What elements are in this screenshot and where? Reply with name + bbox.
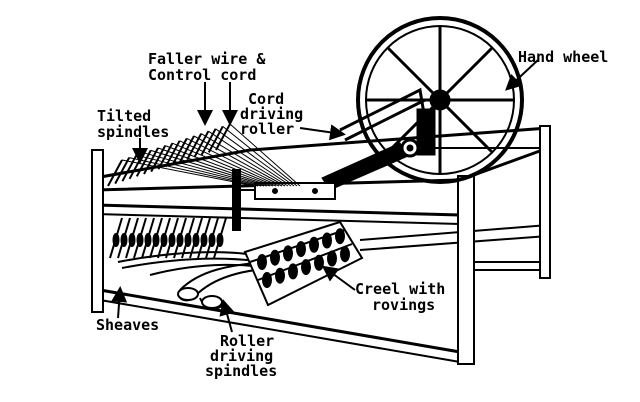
tilted-spindle	[215, 123, 231, 151]
spindle-bobbin	[208, 233, 216, 247]
label-control-cord: Control cord	[148, 66, 256, 84]
spindle-bobbin	[168, 233, 176, 247]
thread	[172, 142, 277, 187]
thread	[150, 149, 268, 187]
spindle-bobbin	[136, 233, 144, 247]
thread	[121, 159, 256, 187]
roving-bobbin	[283, 245, 293, 262]
spindle-bobbin	[152, 233, 160, 247]
roving-bobbin	[288, 263, 298, 280]
sheaves	[177, 287, 223, 309]
tilted-spindle	[207, 125, 224, 153]
roving-bobbin	[275, 267, 285, 284]
labels: Hand wheel Faller wire & Control cord Ti…	[96, 48, 608, 380]
label-cord: Cord	[248, 90, 284, 108]
thread	[200, 133, 289, 187]
thread	[165, 145, 274, 187]
spindle-bobbin	[128, 233, 136, 247]
rovings	[257, 228, 350, 288]
thread	[157, 147, 271, 187]
label-rovings: rovings	[372, 296, 435, 314]
label-spindles-2: spindles	[205, 362, 277, 380]
roving-bobbin	[301, 259, 311, 276]
spindle-bobbin	[120, 233, 128, 247]
label-hand-wheel: Hand wheel	[518, 48, 608, 66]
thread	[229, 123, 301, 187]
roving-bobbin	[309, 236, 319, 253]
roving-bobbin	[327, 250, 337, 267]
spindle-bobbin	[216, 233, 224, 247]
frame-posts	[91, 125, 551, 365]
tilted-spindle	[114, 157, 131, 185]
roving-bobbin	[340, 246, 350, 263]
label-driving-2: driving	[210, 347, 273, 365]
tilted-spindle	[200, 128, 217, 156]
thread	[129, 157, 259, 187]
roving-bobbin	[270, 249, 280, 266]
roving-bobbin	[296, 241, 306, 258]
frame	[94, 126, 549, 363]
threads	[121, 123, 301, 187]
label-faller-wire: Faller wire &	[148, 50, 266, 68]
cord-driving-roller	[321, 138, 540, 191]
faller-carriage	[240, 182, 336, 200]
thread	[179, 140, 280, 187]
label-creel-with: Creel with	[355, 280, 445, 298]
roving-bobbin	[322, 232, 332, 249]
label-sheaves: Sheaves	[96, 316, 159, 334]
spindle-bobbin	[160, 233, 168, 247]
wheel-support	[339, 87, 436, 156]
spindle-bobbin	[200, 233, 208, 247]
thread	[222, 126, 298, 187]
label-roller-2: Roller	[220, 332, 274, 350]
label-driving: driving	[240, 105, 303, 123]
thread	[143, 152, 265, 187]
roving-bobbin	[314, 254, 324, 271]
spindle-bobbin	[176, 233, 184, 247]
tilted-spindle	[186, 133, 203, 161]
label-roller: roller	[240, 120, 294, 138]
leader-lines	[111, 59, 539, 333]
roving-bobbin	[335, 228, 345, 245]
roving-bobbin	[257, 254, 267, 270]
thread	[136, 154, 262, 187]
thread	[186, 137, 283, 187]
spindle-bobbin	[144, 233, 152, 247]
thread	[208, 130, 292, 187]
label-tilted: Tilted	[97, 107, 151, 125]
spindle-bobbin	[112, 233, 120, 247]
roving-bobbin	[262, 272, 272, 288]
thread	[215, 128, 295, 187]
lower-spindles	[109, 217, 227, 259]
spindle-bobbin	[184, 233, 192, 247]
thread	[193, 135, 286, 187]
tilted-spindle	[107, 159, 123, 187]
label-spindles: spindles	[97, 123, 169, 141]
spindle-bobbin	[192, 233, 200, 247]
